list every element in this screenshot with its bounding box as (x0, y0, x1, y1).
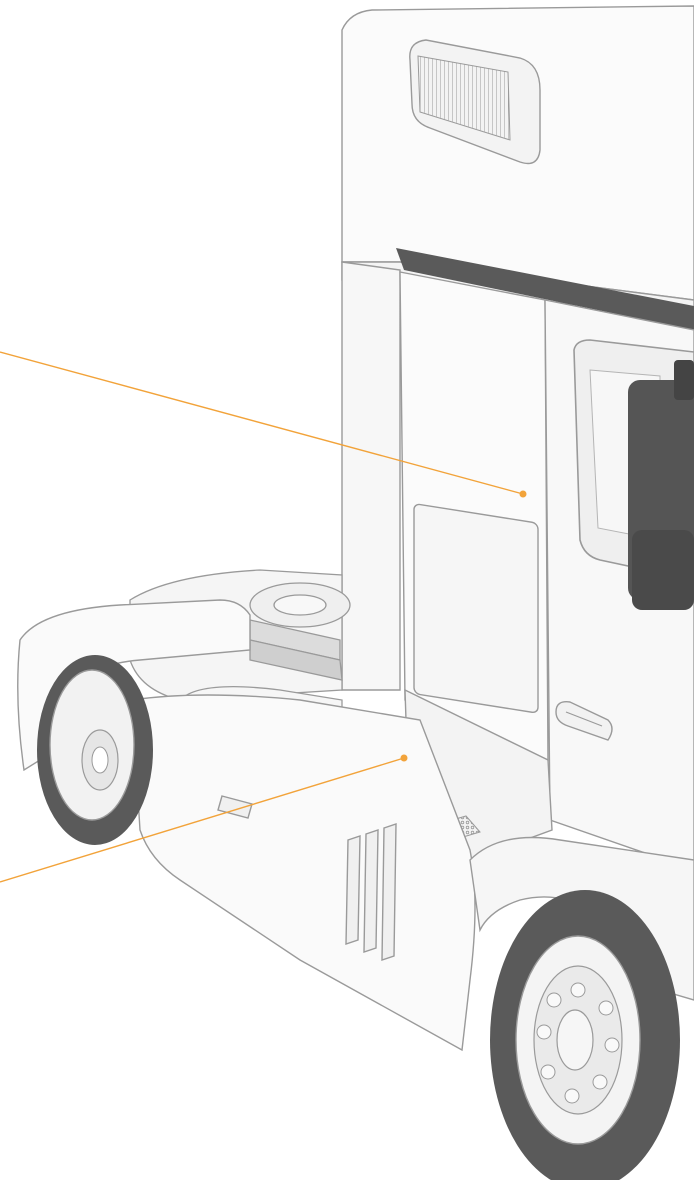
callout-dot-cab-side-panel (519, 490, 527, 498)
door-handle (555, 701, 613, 741)
side-skirt (131, 694, 476, 1052)
side-locker-panel (413, 503, 539, 714)
wheel-lug-nuts (536, 982, 620, 1104)
callout-lines (0, 351, 527, 883)
roof-hatch (409, 39, 541, 165)
front-wheel (490, 890, 680, 1180)
side-mirror (628, 360, 694, 610)
cab-stripe (396, 248, 694, 330)
callout-dot-chassis-step (400, 754, 408, 762)
callout-line-chassis-step (0, 757, 405, 883)
callout-line-cab-side-panel (0, 351, 524, 495)
rear-mudguard (17, 599, 251, 772)
rear-wheel (37, 655, 153, 845)
side-vents (345, 823, 397, 961)
